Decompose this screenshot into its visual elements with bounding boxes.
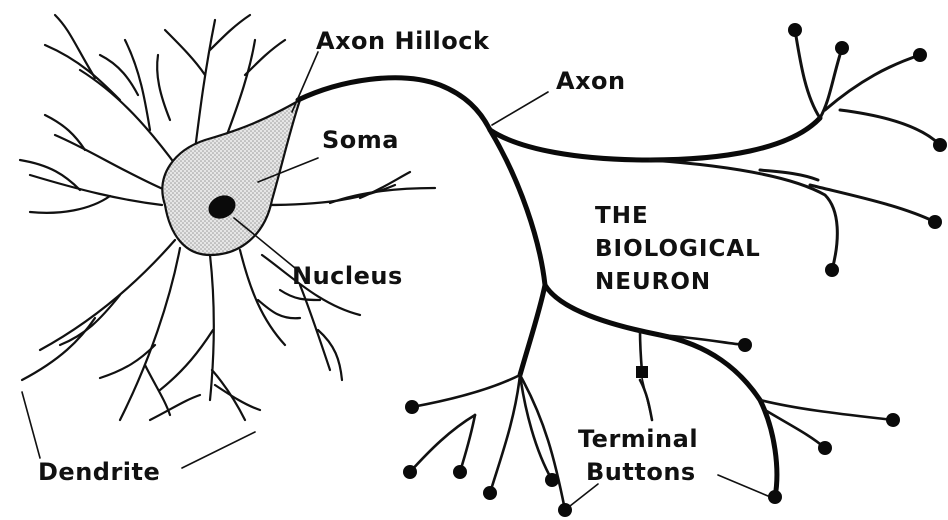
title-line-3: NEURON [595, 266, 761, 299]
diagram-title: THE BIOLOGICAL NEURON [595, 200, 761, 299]
terminal-button [405, 400, 419, 414]
terminal-button [788, 23, 802, 37]
terminal-button [933, 138, 947, 152]
terminal-buttons-leader-right [718, 475, 768, 496]
terminal-buttons-leader-top [642, 378, 652, 420]
label-soma: Soma [322, 128, 399, 152]
terminal-button [403, 465, 417, 479]
label-buttons: Buttons [586, 460, 696, 484]
terminal-button [545, 473, 559, 487]
label-dendrite: Dendrite [38, 460, 160, 484]
axon-hillock-leader [292, 52, 318, 112]
terminal-button [886, 413, 900, 427]
title-line-2: BIOLOGICAL [595, 233, 761, 266]
terminal-button [835, 41, 849, 55]
terminal-button [738, 338, 752, 352]
terminal-button [825, 263, 839, 277]
terminal-button [818, 441, 832, 455]
terminal-buttons-leader-left [570, 484, 598, 506]
terminal-button [928, 215, 942, 229]
terminal-button [453, 465, 467, 479]
terminal-button [483, 486, 497, 500]
axon-leader [492, 92, 548, 125]
label-axon: Axon [556, 69, 626, 93]
terminal-button [768, 490, 782, 504]
title-line-1: THE [595, 200, 761, 233]
terminal-button [636, 366, 648, 378]
dendrite-leader-left [22, 392, 40, 458]
label-nucleus: Nucleus [292, 264, 403, 288]
label-axon-hillock: Axon Hillock [316, 29, 489, 53]
dendrite-leader-right [182, 432, 255, 468]
label-terminal: Terminal [578, 427, 698, 451]
terminal-button [913, 48, 927, 62]
